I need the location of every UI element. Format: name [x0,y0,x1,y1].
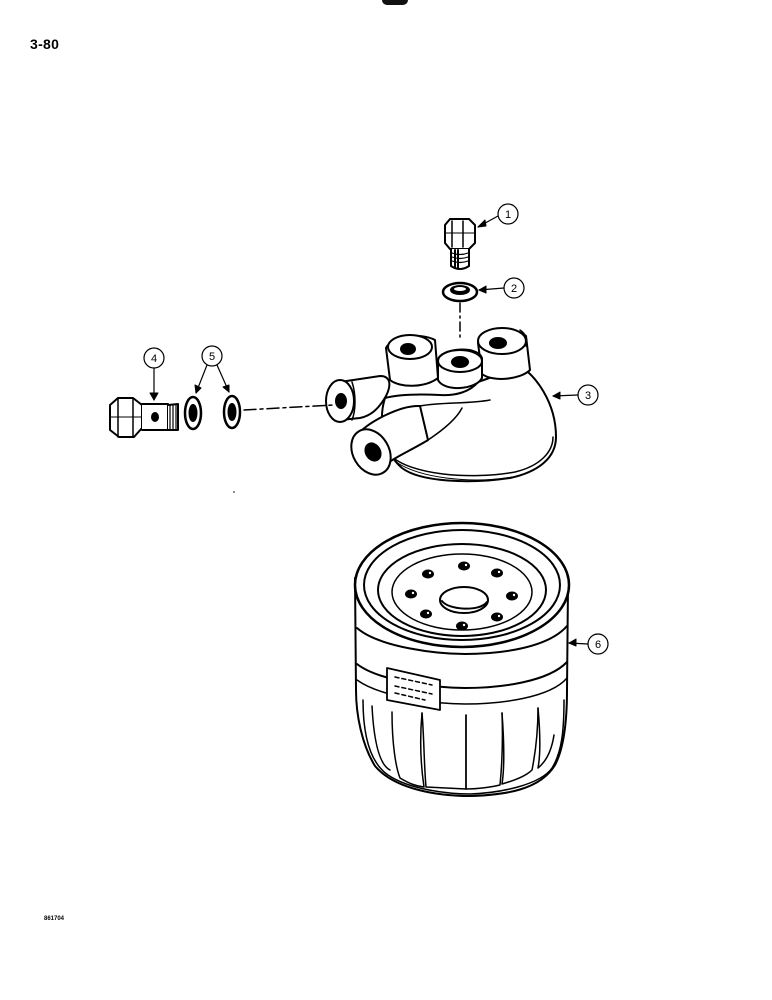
callout-2-label: 2 [511,283,517,295]
sealing-washer-top [441,281,479,303]
callout-3: 3 [552,384,599,406]
filter-head-part [325,327,557,483]
stray-dot [233,491,235,493]
callout-1: 1 [477,203,519,228]
sealing-washers-pair [183,394,242,431]
assembly-centerline-horizontal [243,404,334,411]
callout-5-label: 5 [209,351,215,363]
banjo-bolt-part [109,397,179,438]
callout-6-label: 6 [595,639,601,651]
callout-1-label: 1 [505,209,511,221]
callout-3-label: 3 [585,390,591,402]
spin-on-filter-part [353,521,571,797]
header-cut-glyph [382,0,408,5]
page-number: 3-80 [30,36,60,52]
callout-4-label: 4 [151,353,157,365]
callout-5: 5 [194,345,230,394]
figure-id: 861704 [44,916,65,922]
callout-6: 6 [568,633,609,655]
hollow-bolt-part [444,218,476,270]
callout-4: 4 [143,347,165,401]
callout-2: 2 [478,277,525,299]
